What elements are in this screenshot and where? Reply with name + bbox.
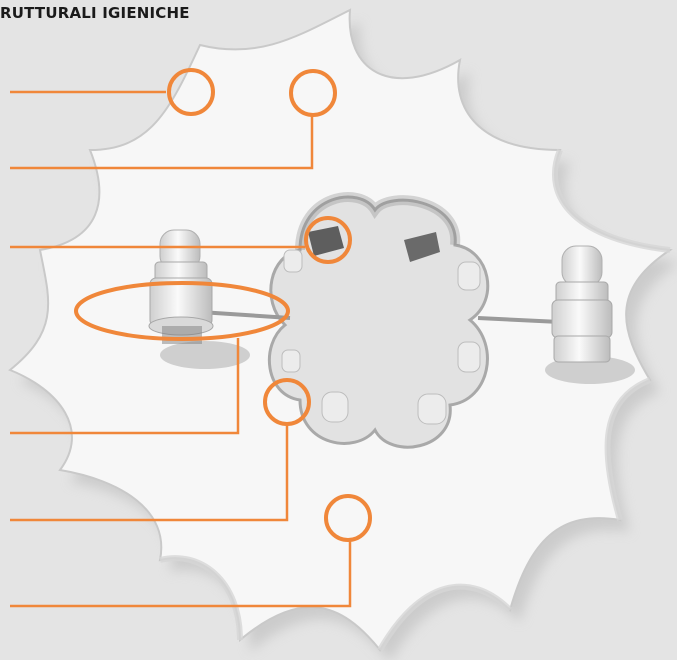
- bore-lug: [281, 249, 481, 425]
- page-title: RUTTURALI IGIENICHE: [0, 4, 190, 22]
- right-bolt: [545, 245, 635, 384]
- callout-4: [10, 281, 290, 435]
- callout-6: [10, 494, 372, 608]
- bore-key: [404, 232, 440, 262]
- callout-1: [10, 68, 215, 116]
- left-slot: [199, 310, 291, 320]
- callout-3: [10, 216, 352, 264]
- sprocket-edge-shading: [159, 148, 671, 652]
- callout-5: [10, 378, 311, 522]
- right-slot: [477, 316, 561, 324]
- bore-inner-shadow: [295, 192, 461, 251]
- bore-key: [308, 226, 344, 256]
- callout-2: [10, 69, 337, 170]
